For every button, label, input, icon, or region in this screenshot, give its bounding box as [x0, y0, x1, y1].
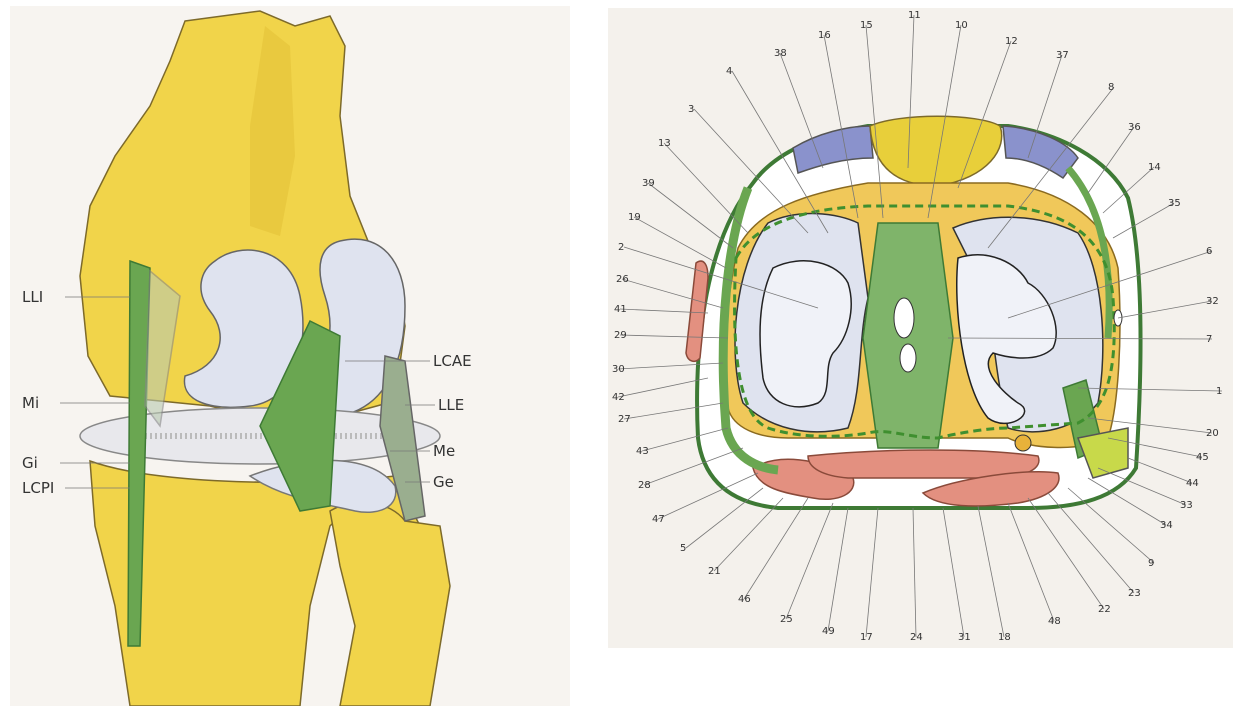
structure-number-label: 45: [1196, 452, 1209, 463]
structure-number-label: 17: [860, 632, 873, 643]
structure-number-label: 22: [1098, 604, 1111, 615]
structure-number-label: 9: [1148, 558, 1154, 569]
leader-line: [1088, 478, 1166, 525]
leader-line: [943, 508, 964, 637]
structure-number-label: 42: [612, 392, 625, 403]
leader-line: [744, 498, 808, 599]
leader-line: [786, 503, 833, 619]
orange-node: [1015, 435, 1031, 451]
structure-number-label: 3: [688, 104, 694, 115]
leader-line: [714, 498, 783, 571]
structure-number-label: 49: [822, 626, 835, 637]
structure-number-label: 28: [638, 480, 651, 491]
structure-number-label: 15: [860, 20, 873, 31]
structure-number-label: 2: [618, 242, 624, 253]
leader-line: [634, 217, 726, 268]
structure-number-label: 6: [1206, 246, 1212, 257]
structure-number-label: 14: [1148, 162, 1161, 173]
structure-number-label: 41: [614, 304, 627, 315]
structure-number-label: 5: [680, 543, 686, 554]
leader-line: [686, 488, 763, 548]
label-lcae: LCAE: [433, 352, 472, 370]
leader-line: [828, 508, 848, 631]
structure-number-label: 16: [818, 30, 831, 41]
structure-number-label: 31: [958, 632, 971, 643]
leader-line: [1028, 498, 1104, 609]
label-lcpi: LCPI: [22, 479, 54, 497]
structure-number-label: 13: [658, 138, 671, 149]
structure-number-label: 46: [738, 594, 751, 605]
leader-line: [664, 143, 748, 233]
small-bursa-1: [894, 298, 914, 338]
label-mi: Mi: [22, 394, 39, 412]
structure-number-label: 35: [1168, 198, 1181, 209]
structure-number-label: 48: [1048, 616, 1061, 627]
structure-number-label: 32: [1206, 296, 1219, 307]
structure-number-label: 4: [726, 66, 732, 77]
structure-number-label: 44: [1186, 478, 1199, 489]
structure-number-label: 8: [1108, 82, 1114, 93]
knee-lateral-illustration: LLI Mi Gi LCPI LCAE LLE Me Ge: [10, 6, 570, 706]
structure-number-label: 20: [1206, 428, 1219, 439]
structure-number-label: 25: [780, 614, 793, 625]
structure-number-label: 1: [1216, 386, 1222, 397]
small-bursa-2: [900, 344, 916, 372]
label-me: Me: [433, 442, 455, 460]
structure-number-label: 18: [998, 632, 1011, 643]
structure-number-label: 10: [955, 20, 968, 31]
structure-number-label: 29: [614, 330, 627, 341]
leader-line: [648, 183, 733, 248]
structure-number-label: 11: [908, 10, 921, 21]
label-lli: LLI: [22, 288, 43, 306]
structure-number-label: 27: [618, 414, 631, 425]
structure-number-label: 12: [1005, 36, 1018, 47]
structure-number-label: 7: [1206, 334, 1212, 345]
structure-number-label: 24: [910, 632, 923, 643]
label-ge: Ge: [433, 473, 454, 491]
structure-number-label: 26: [616, 274, 629, 285]
fibula: [330, 502, 450, 706]
structure-number-label: 36: [1128, 122, 1141, 133]
structure-number-label: 38: [774, 48, 787, 59]
leader-line: [1008, 503, 1054, 621]
leader-line: [1128, 458, 1192, 483]
structure-number-label: 21: [708, 566, 721, 577]
leader-line: [1068, 488, 1154, 563]
structure-number-label: 23: [1128, 588, 1141, 599]
structure-number-label: 34: [1160, 520, 1173, 531]
leader-line: [913, 508, 916, 637]
structure-number-label: 47: [652, 514, 665, 525]
leader-line: [618, 378, 708, 397]
structure-number-label: 43: [636, 446, 649, 457]
label-lle: LLE: [438, 396, 464, 414]
leader-line: [866, 508, 878, 637]
structure-number-label: 33: [1180, 500, 1193, 511]
structure-number-label: 19: [628, 212, 641, 223]
label-gi: Gi: [22, 454, 38, 472]
structure-number-label: 39: [642, 178, 655, 189]
structure-number-label: 30: [612, 364, 625, 375]
knee-lateral-view: LLI Mi Gi LCPI LCAE LLE Me Ge: [10, 6, 570, 706]
leader-line: [978, 506, 1004, 637]
structure-number-label: 37: [1056, 50, 1069, 61]
